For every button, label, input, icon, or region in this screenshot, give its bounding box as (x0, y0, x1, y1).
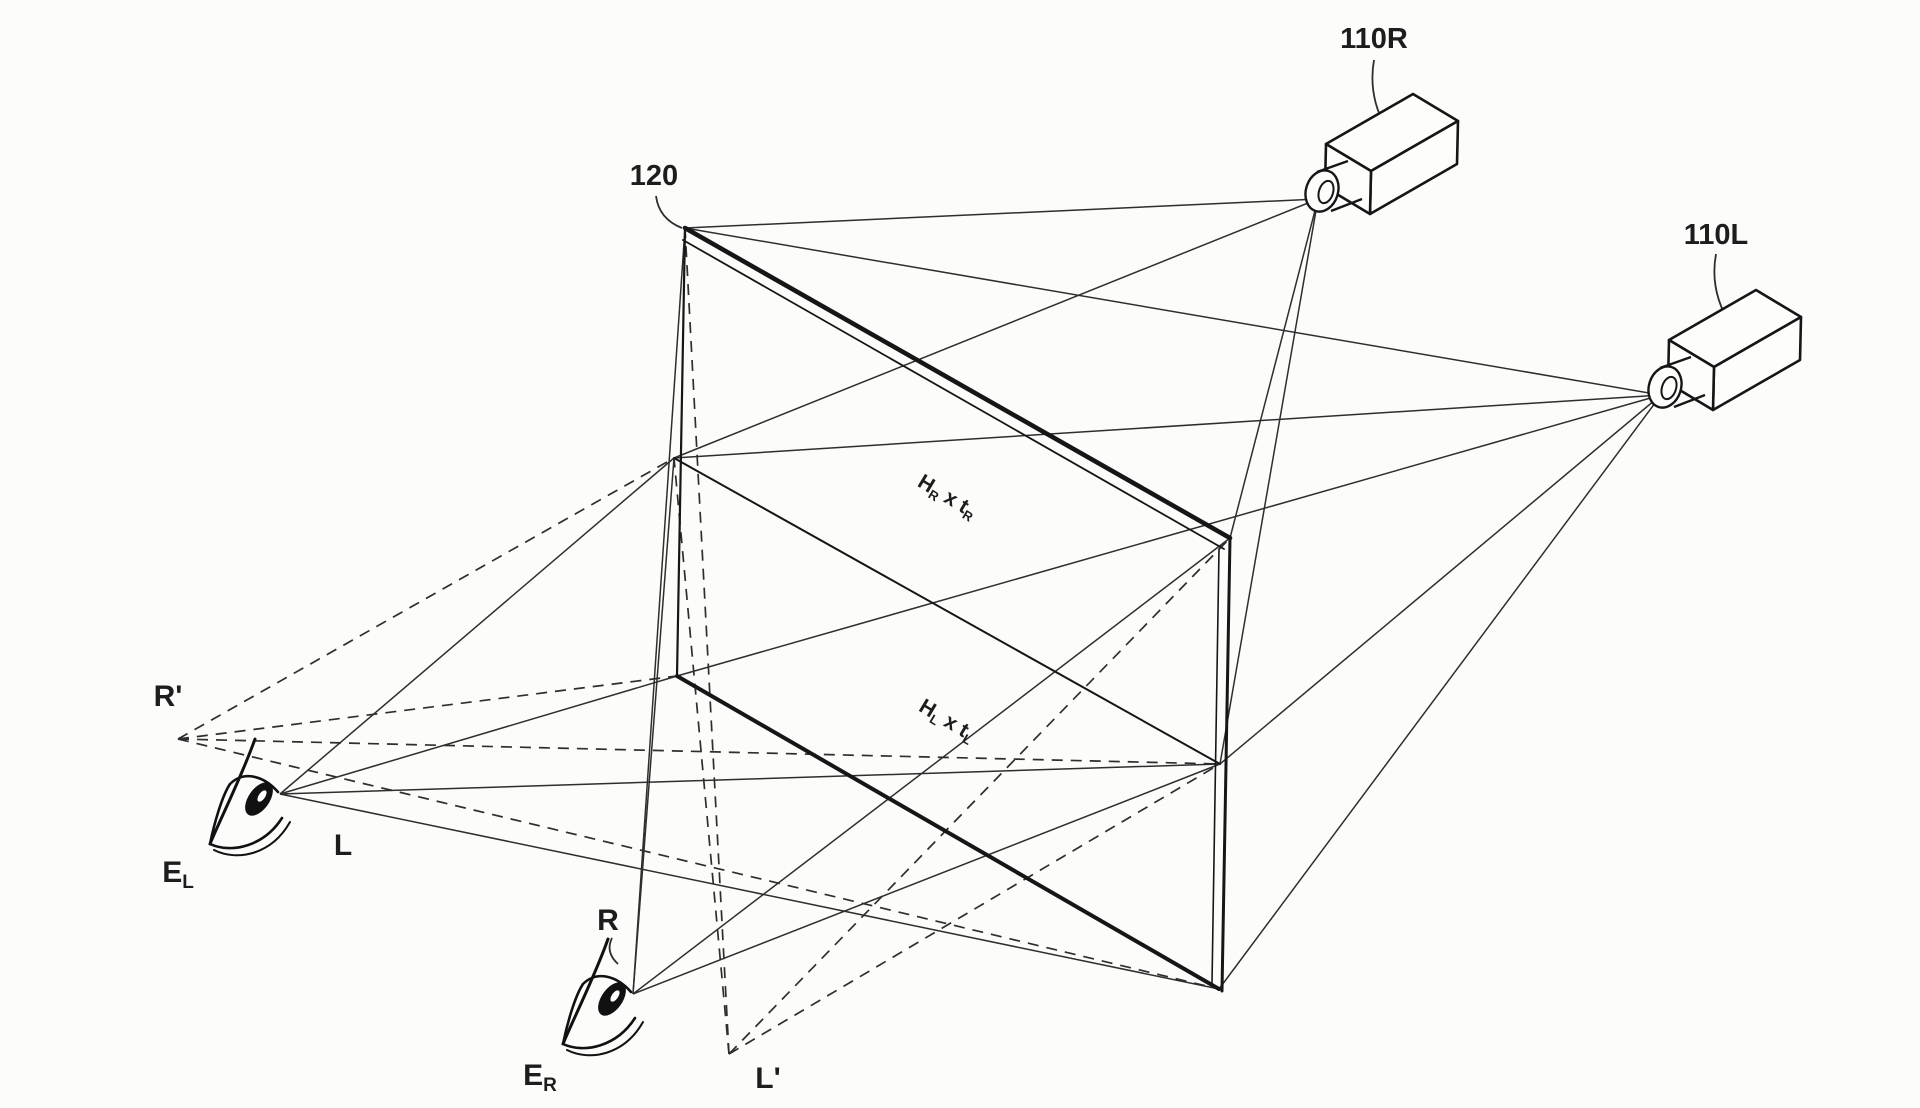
eye-right-upper-lid (561, 974, 633, 1046)
projector-110R-lens-aperture (1317, 179, 1335, 205)
screen-top-edge-outer (682, 225, 1233, 541)
label-E-L: EL (162, 856, 194, 893)
screen-right-edge-outer (1220, 536, 1232, 993)
eye-right (561, 937, 644, 1057)
projector-110L (1647, 288, 1803, 412)
label-120: 120 (630, 160, 678, 192)
ray-PL-C (1218, 394, 1662, 990)
leader-120 (655, 195, 683, 229)
ray-PL-D (676, 394, 1662, 677)
ray-EL-M1 (279, 457, 675, 795)
label-110L: 110L (1684, 219, 1749, 251)
eye-left-iris-highlight (257, 790, 267, 802)
ray-PL-M2 (1219, 394, 1662, 765)
ray-EL-M2 (279, 763, 1221, 795)
label-E-R: ER (523, 1059, 557, 1096)
ray-ER-B (632, 537, 1231, 995)
screen-left-edge (675, 226, 687, 678)
ray-PR-M2 (1219, 198, 1319, 765)
ray-PL-A (684, 227, 1662, 396)
leader-R (608, 937, 619, 965)
dashed-ray-LV-M2 (728, 763, 1221, 1055)
eye-left-lower-lid (208, 816, 284, 850)
ray-ER-M2 (632, 763, 1221, 995)
eye-left-upper-lid (208, 774, 280, 846)
eye-right-upper-lash (561, 937, 610, 1046)
label-R-prime: R' (154, 680, 183, 713)
screen-bottom-edge (675, 674, 1221, 991)
projector-110L-lens-aperture (1660, 375, 1678, 401)
dashed-ray-RV-M1 (177, 457, 675, 740)
eye-right-lower-lid-outer (566, 1021, 644, 1057)
screen-right-edge-inner (1211, 548, 1220, 984)
dashed-ray-RV-M2 (177, 738, 1221, 765)
screen-middle-edge (673, 457, 1221, 765)
dashed-ray-RV-C (177, 738, 1220, 990)
projector-110R (1304, 92, 1460, 216)
label-R: R (597, 904, 619, 937)
dashed-ray-LV-A (684, 227, 730, 1055)
label-110R: 110R (1340, 23, 1408, 55)
dashed-ray-RV-D (177, 675, 678, 740)
dashed-ray-LV-M1 (673, 457, 730, 1055)
label-L-prime: L' (755, 1062, 780, 1095)
ray-EL-C (279, 793, 1220, 990)
dashed-ray-LV-B (728, 537, 1231, 1055)
ray-PR-B (1229, 198, 1319, 539)
screen-top-edge-inner (682, 239, 1225, 550)
eye-right-iris-highlight (610, 990, 620, 1002)
ray-ER-M1 (632, 457, 675, 995)
ray-ER-A (632, 227, 686, 995)
ray-PL-M1 (673, 394, 1662, 459)
eye-left-lower-lid-outer (213, 821, 291, 857)
ray-PR-A (684, 198, 1319, 229)
ray-PR-M1 (673, 198, 1319, 459)
eye-left-upper-lash (208, 737, 257, 846)
label-L: L (334, 829, 352, 862)
eye-left (208, 737, 291, 857)
eye-right-lower-lid (561, 1016, 637, 1050)
ray-EL-D (279, 675, 678, 795)
